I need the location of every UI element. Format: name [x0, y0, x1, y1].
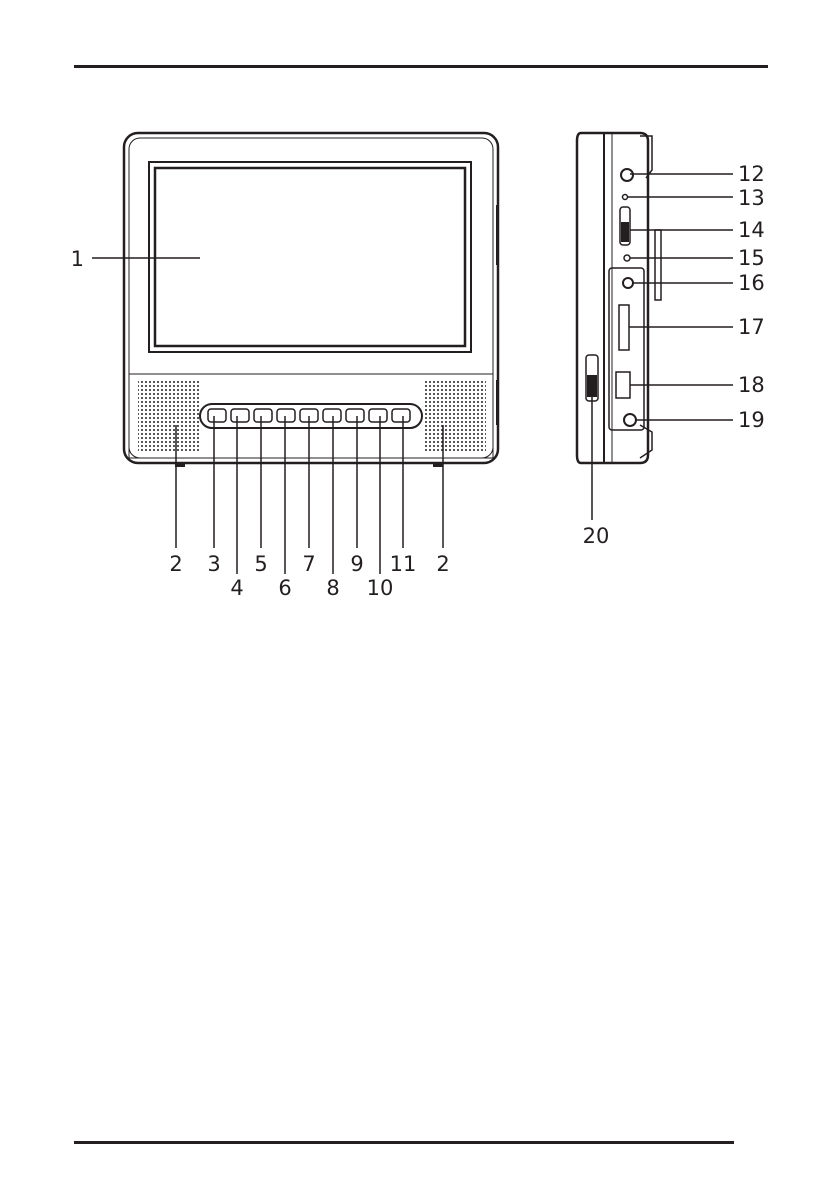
- av-jack: [623, 278, 633, 288]
- callout-19: 19: [738, 408, 765, 432]
- headphone-jack: [621, 169, 633, 181]
- usb-port: [616, 372, 630, 398]
- button-11: [392, 409, 410, 422]
- lcd-screen: [155, 168, 465, 346]
- button-4: [231, 409, 249, 422]
- callout-13: 13: [738, 186, 765, 210]
- button-3: [208, 409, 226, 422]
- callout-16: 16: [738, 271, 765, 295]
- callout-3: 3: [207, 552, 220, 576]
- callout-1: 1: [71, 247, 84, 271]
- foot-right: [433, 462, 443, 467]
- callout-10: 10: [367, 576, 394, 600]
- led-indicator-15: [624, 255, 630, 261]
- callout-7: 7: [302, 552, 315, 576]
- led-indicator-13: [623, 195, 628, 200]
- button-10: [369, 409, 387, 422]
- side-button-edge-2: [496, 380, 499, 425]
- callout-6: 6: [278, 576, 291, 600]
- callout-12: 12: [738, 162, 765, 186]
- side-rail: [655, 230, 661, 300]
- dc-in-jack: [624, 414, 636, 426]
- callout-18: 18: [738, 373, 765, 397]
- power-switch-knob: [621, 222, 629, 242]
- card-slot: [619, 305, 629, 350]
- callout-14: 14: [738, 218, 765, 242]
- button-9: [346, 409, 364, 422]
- screen-bezel: [149, 162, 471, 352]
- button-5: [254, 409, 272, 422]
- callout-2-right: 2: [436, 552, 449, 576]
- speaker-grill-left: [138, 381, 200, 451]
- callout-9: 9: [350, 552, 363, 576]
- speaker-grill-right: [424, 381, 486, 451]
- callout-17: 17: [738, 315, 765, 339]
- callout-11: 11: [390, 552, 417, 576]
- front-view: [124, 133, 499, 467]
- button-8: [323, 409, 341, 422]
- button-6: [277, 409, 295, 422]
- side-view: [577, 133, 661, 463]
- side-button-edge-1: [496, 205, 499, 265]
- callout-2-left: 2: [169, 552, 182, 576]
- callout-5: 5: [254, 552, 267, 576]
- callout-20: 20: [583, 524, 610, 548]
- port-panel: [609, 268, 644, 430]
- bracket-top: [640, 136, 652, 178]
- callout-8: 8: [326, 576, 339, 600]
- callout-4: 4: [230, 576, 243, 600]
- callout-15: 15: [738, 246, 765, 270]
